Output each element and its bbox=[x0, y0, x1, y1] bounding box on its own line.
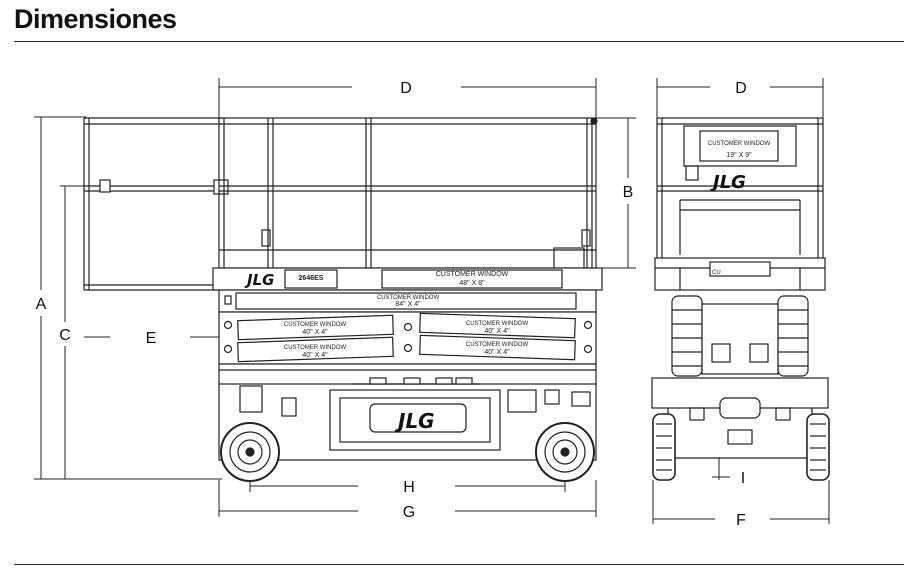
window-ll-size: 40" X 4" bbox=[302, 352, 328, 359]
front-window-title: CUSTOMER WINDOW bbox=[708, 141, 771, 147]
dim-label-e: E bbox=[146, 330, 157, 347]
front-deck bbox=[654, 257, 826, 291]
front-window-size: 19" X 9" bbox=[726, 152, 752, 159]
front-scissor-stack bbox=[671, 295, 809, 377]
window-ur-title: CUSTOMER WINDOW bbox=[466, 321, 529, 327]
dim-label-c: C bbox=[59, 327, 71, 344]
dim-label-h: H bbox=[403, 479, 415, 496]
title-underline bbox=[14, 41, 904, 42]
platform-guardrails bbox=[218, 117, 598, 271]
side-deck-logo: JLG bbox=[244, 271, 274, 289]
window-ll-title: CUSTOMER WINDOW bbox=[284, 345, 347, 351]
front-view-lift bbox=[651, 117, 830, 481]
scissor-stack bbox=[218, 311, 597, 365]
platform-deck bbox=[212, 267, 603, 291]
front-right-tire bbox=[806, 413, 830, 481]
bottom-rule bbox=[14, 564, 904, 565]
front-rail-label: CU bbox=[712, 270, 721, 276]
long-window-frame bbox=[235, 292, 577, 310]
window-ur-size: 40" X 4" bbox=[484, 328, 510, 335]
side-rear-wheel bbox=[220, 422, 280, 482]
window-lr-title: CUSTOMER WINDOW bbox=[466, 342, 529, 348]
front-left-tire bbox=[652, 413, 676, 481]
window-long-size: 84" X 4" bbox=[395, 301, 421, 308]
model-label: 2646ES bbox=[299, 275, 324, 282]
dim-label-d-front: D bbox=[735, 80, 747, 97]
dim-label-i: I bbox=[741, 470, 745, 487]
front-base bbox=[651, 377, 829, 459]
window-lr-size: 40" X 4" bbox=[484, 349, 510, 356]
side-front-wheel bbox=[535, 422, 595, 482]
side-view-lift bbox=[83, 117, 603, 482]
window-top-title: CUSTOMER WINDOW bbox=[436, 271, 509, 278]
front-logo: JLG bbox=[710, 172, 746, 193]
dim-label-d-side: D bbox=[400, 80, 412, 97]
page-title: Dimensiones bbox=[14, 4, 177, 34]
front-guardrails bbox=[656, 117, 824, 269]
dim-label-a: A bbox=[36, 296, 47, 313]
window-ul-title: CUSTOMER WINDOW bbox=[284, 322, 347, 328]
extension-deck-rails bbox=[83, 117, 229, 291]
window-top-size: 48" X 8" bbox=[459, 280, 485, 287]
dim-label-g: G bbox=[403, 504, 415, 521]
window-ul-size: 40" X 4" bbox=[302, 329, 328, 336]
base-chassis bbox=[218, 377, 597, 461]
base-logo: JLG bbox=[394, 409, 435, 433]
dim-label-b: B bbox=[623, 184, 634, 201]
window-long-title: CUSTOMER WINDOW bbox=[377, 295, 440, 301]
dim-label-f: F bbox=[736, 512, 746, 529]
